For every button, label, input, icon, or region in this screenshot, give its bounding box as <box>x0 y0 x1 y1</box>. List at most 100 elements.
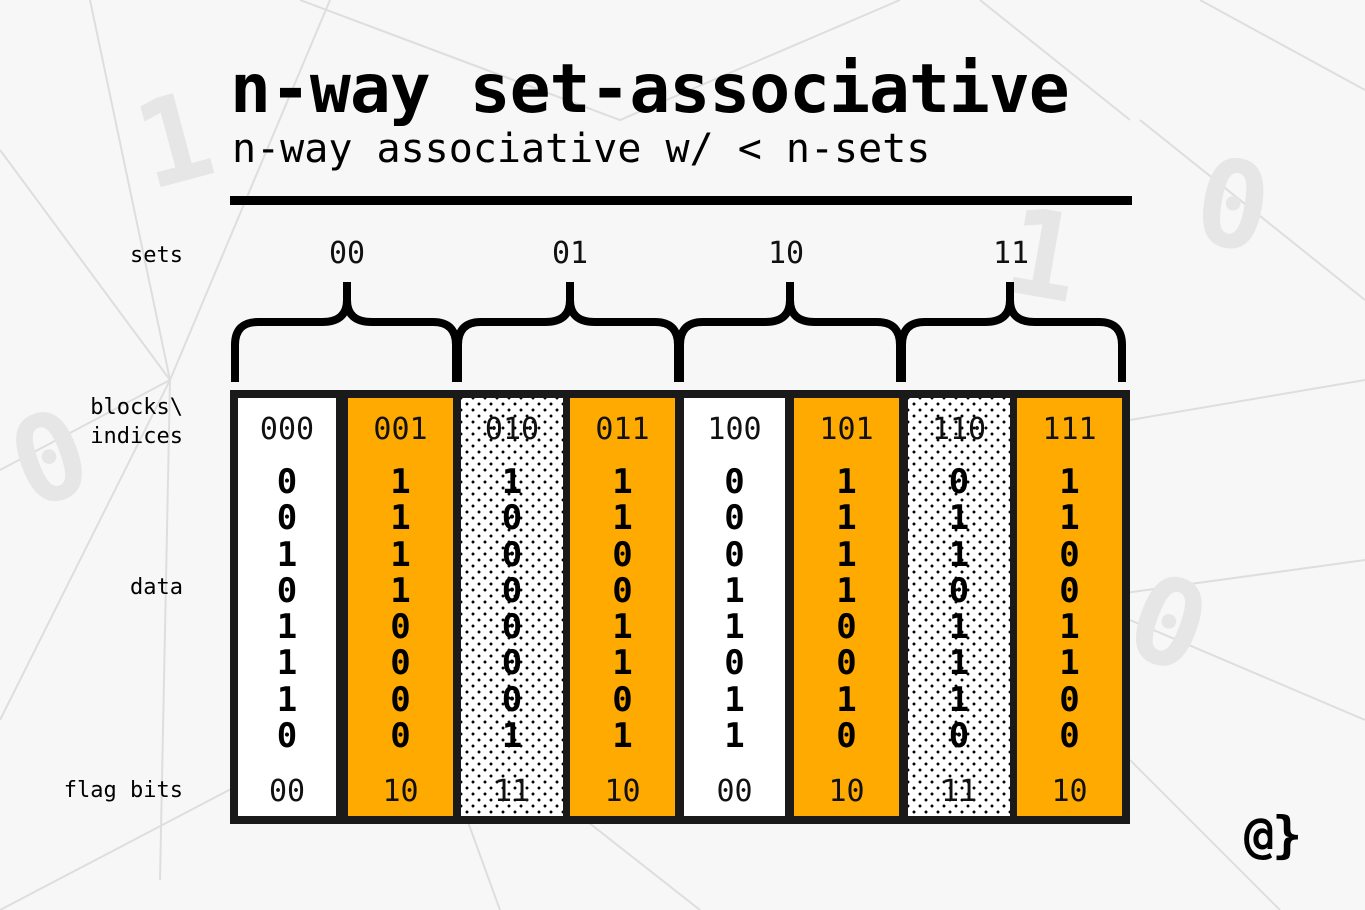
data-bit: 0 <box>836 716 857 757</box>
flag-bits: 10 <box>382 774 419 809</box>
data-bit: 1 <box>612 716 633 757</box>
data-bit: 1 <box>390 462 411 502</box>
block-index: 011 <box>595 412 650 447</box>
data-bit: 1 <box>501 462 523 502</box>
flag-bits: 11 <box>493 774 531 809</box>
data-bit: 0 <box>836 607 857 648</box>
data-bit: 1 <box>612 607 633 648</box>
block-index: 010 <box>484 412 540 447</box>
data-bit: 0 <box>276 498 298 539</box>
data-bit: 0 <box>1059 716 1080 757</box>
data-bit: 1 <box>836 534 857 575</box>
block-index: 110 <box>931 412 987 447</box>
data-bit: 0 <box>276 462 298 502</box>
data-bit: 0 <box>724 534 745 575</box>
data-bit: 0 <box>390 607 411 648</box>
data-bit: 1 <box>1059 498 1080 539</box>
data-bit: 0 <box>501 643 523 684</box>
data-bit: 0 <box>276 570 298 611</box>
data-bit: 0 <box>501 679 523 720</box>
block-index: 111 <box>1042 412 1097 447</box>
flag-bits: 10 <box>604 774 641 809</box>
data-bit: 0 <box>724 498 745 539</box>
logo: @} <box>1244 806 1302 864</box>
data-row-label: data <box>130 575 183 600</box>
data-bit: 1 <box>390 534 411 575</box>
data-bit: 0 <box>948 716 970 757</box>
data-bit: 1 <box>612 643 633 684</box>
block-index: 101 <box>819 412 874 447</box>
data-bit: 1 <box>390 570 411 611</box>
set-label-11: 11 <box>992 236 1030 271</box>
flag-bits: 00 <box>716 774 753 809</box>
data-bit: 1 <box>1059 607 1080 648</box>
data-bit: 1 <box>1059 643 1080 684</box>
data-bit: 1 <box>724 607 745 648</box>
data-bit: 1 <box>276 679 298 720</box>
data-bit: 1 <box>948 643 970 684</box>
flag-bits-row-label: flag bits <box>63 778 183 803</box>
data-bit: 0 <box>501 498 523 539</box>
block-index: 000 <box>259 412 315 447</box>
brace-set-01 <box>454 282 682 382</box>
data-bit: 0 <box>276 716 298 757</box>
page-subtitle: n-way associative w/ < n-sets <box>232 126 931 172</box>
data-bit: 1 <box>836 462 857 502</box>
data-bit: 0 <box>612 679 633 720</box>
data-bit: 1 <box>724 716 745 757</box>
data-bit: 1 <box>948 679 970 720</box>
brace-set-00 <box>231 282 460 382</box>
data-bit: 1 <box>612 462 633 502</box>
data-bit: 1 <box>836 679 857 720</box>
data-bit: 0 <box>1059 679 1080 720</box>
sets-row-label: sets <box>130 243 183 268</box>
flag-bits: 10 <box>828 774 865 809</box>
brace-set-11 <box>898 282 1126 382</box>
data-bit: 0 <box>948 570 970 611</box>
data-bit: 0 <box>724 462 745 502</box>
data-bit: 0 <box>390 643 411 684</box>
data-bit: 0 <box>1059 534 1080 575</box>
data-bit: 0 <box>390 716 411 757</box>
block-index: 100 <box>707 412 762 447</box>
set-label-01: 01 <box>551 236 589 271</box>
data-bit: 1 <box>948 534 970 575</box>
data-bit: 0 <box>948 462 970 502</box>
data-bit: 0 <box>836 643 857 684</box>
data-bit: 0 <box>612 570 633 611</box>
data-bit: 1 <box>948 607 970 648</box>
data-bit: 0 <box>501 607 523 648</box>
flag-bits: 11 <box>940 774 978 809</box>
set-label-00: 00 <box>328 236 366 271</box>
data-bit: 0 <box>390 679 411 720</box>
data-bit: 1 <box>276 534 298 575</box>
brace-set-10 <box>676 282 904 382</box>
data-bit: 0 <box>501 534 523 575</box>
page-title: n-way set-associative <box>230 50 1070 129</box>
data-bit: 0 <box>1059 570 1080 611</box>
data-bit: 1 <box>612 498 633 539</box>
data-bit: 1 <box>836 498 857 539</box>
flag-bits: 10 <box>1051 774 1088 809</box>
data-bit: 1 <box>390 498 411 539</box>
data-bit: 1 <box>724 679 745 720</box>
data-bit: 1 <box>276 643 298 684</box>
flag-bits: 00 <box>268 774 306 809</box>
blocks-indices-row-label: blocks\ indices <box>90 395 183 449</box>
data-bit: 1 <box>501 716 523 757</box>
data-bit: 1 <box>724 570 745 611</box>
data-bit: 1 <box>1059 462 1080 502</box>
